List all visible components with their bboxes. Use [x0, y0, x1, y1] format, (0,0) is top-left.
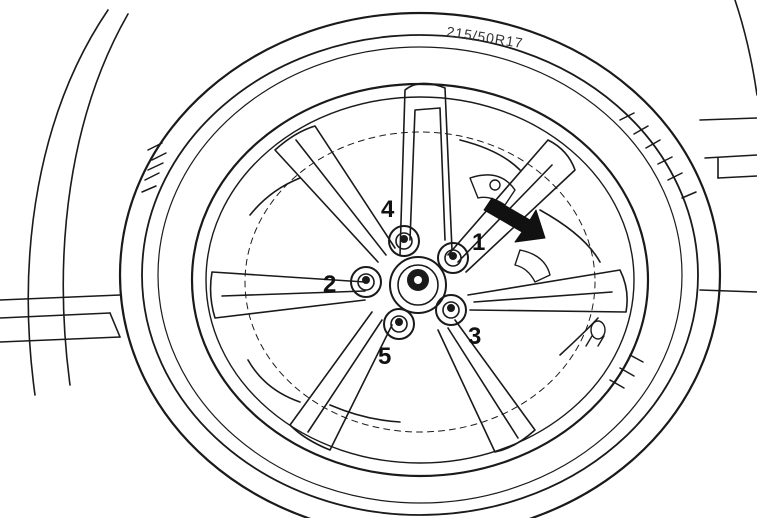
valve-stem-icon [586, 321, 605, 346]
lug-nut-5 [384, 309, 414, 339]
lug-number-1: 1 [472, 229, 485, 256]
lug-number-5: 5 [378, 343, 391, 370]
tire-size-label: 215/50R17 [446, 23, 525, 51]
lug-number-2: 2 [323, 271, 336, 298]
lug-nut-3 [436, 295, 466, 325]
lug-nut-4 [389, 226, 419, 256]
spokes [211, 83, 628, 452]
body-trim [0, 118, 757, 342]
lug-nut-1 [438, 243, 468, 273]
lug-number-3: 3 [468, 323, 481, 350]
lug-number-4: 4 [381, 196, 395, 223]
